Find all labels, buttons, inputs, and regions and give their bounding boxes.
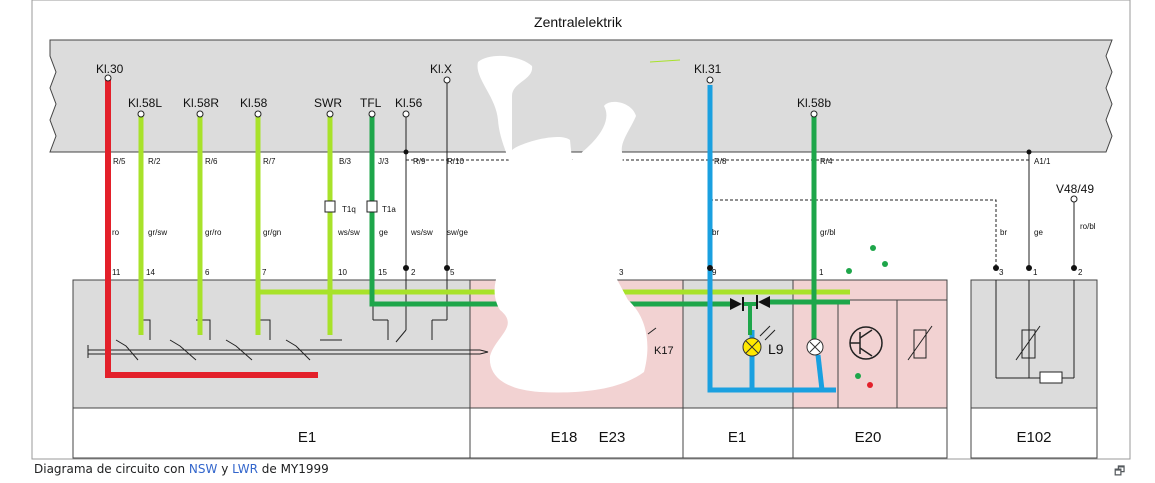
wcol-ge1: ge xyxy=(379,228,388,237)
terminal-circles xyxy=(104,74,1078,203)
label-e23: E23 xyxy=(599,429,626,446)
wcol-grbl: gr/bl xyxy=(820,228,836,237)
term-v4849: V48/49 xyxy=(1056,182,1094,196)
box-label-row xyxy=(72,407,948,459)
term-kl58b: Kl.58b xyxy=(797,96,831,110)
wid-r7: R/7 xyxy=(263,157,276,166)
dashed-wires xyxy=(406,159,1029,268)
terminal-labels: Kl.30 Kl.58L Kl.58R Kl.58 SWR TFL Kl.56 … xyxy=(96,62,1094,196)
erased-region xyxy=(477,55,648,393)
label-e20: E20 xyxy=(855,429,882,446)
pin-9: 9 xyxy=(712,268,717,277)
label-k17: K17 xyxy=(654,345,674,357)
label-e18: E18 xyxy=(551,429,578,446)
wcol-ge2: ge xyxy=(1034,228,1043,237)
pin-14: 14 xyxy=(146,268,155,277)
diagram-title: Zentralelektrik xyxy=(534,14,623,30)
wcol-wssw2: ws/sw xyxy=(410,228,433,237)
wcol-grsw: gr/sw xyxy=(148,228,167,237)
wid-r9: R/9 xyxy=(413,157,426,166)
expand-icon[interactable]: 🗗 xyxy=(1114,464,1126,478)
term-kl58l: Kl.58L xyxy=(128,96,162,110)
pin-3: 3 xyxy=(619,268,624,277)
diode-right xyxy=(758,296,770,308)
pin-5: 5 xyxy=(450,268,455,277)
pin-2: 2 xyxy=(411,268,416,277)
e20-resistor-block xyxy=(896,299,948,409)
wid-r10: R/10 xyxy=(447,157,464,166)
caption-mid: y xyxy=(221,462,229,476)
box-e102 xyxy=(970,279,1098,409)
label-e1-right: E1 xyxy=(728,429,746,446)
wire-id-labels: R/5 R/2 R/6 R/7 B/3 J/3 R/9 R/10 R/8 R/4… xyxy=(113,157,1051,166)
box-label-e102 xyxy=(970,407,1098,459)
wcol-robl: ro/bl xyxy=(1080,222,1096,231)
circuit-diagram: Zentralelektrik E1 E18 E23 E1 E20 E102 xyxy=(31,0,1131,460)
term-klx: Kl.X xyxy=(430,62,452,76)
wid-b3: B/3 xyxy=(339,157,352,166)
wcol-swge: sw/ge xyxy=(447,228,468,237)
wid-j3: J/3 xyxy=(378,157,389,166)
adjustable-resistor-e20 xyxy=(913,329,927,359)
term-kl58r: Kl.58R xyxy=(183,96,219,110)
connector-t1q xyxy=(324,200,336,213)
pin-7: 7 xyxy=(262,268,267,277)
label-t1q: T1q xyxy=(342,205,356,214)
figure-caption: Diagrama de circuito con NSW y LWR de MY… xyxy=(34,462,329,476)
pin-11: 11 xyxy=(112,268,121,277)
wcol-br1: br xyxy=(712,228,719,237)
caption-prefix: Diagrama de circuito con xyxy=(34,462,186,476)
pin-10: 10 xyxy=(338,268,347,277)
wid-r2: R/2 xyxy=(148,157,161,166)
term-kl56: Kl.56 xyxy=(395,96,423,110)
wid-r8: R/8 xyxy=(714,157,727,166)
annotation-dots xyxy=(846,245,888,388)
central-electrics-band xyxy=(49,39,1113,153)
wcol-grgn: gr/gn xyxy=(263,228,281,237)
adjustable-resistor-e102 xyxy=(1021,329,1036,359)
pin-2c: 2 xyxy=(1078,268,1083,277)
pin-1b: 1 xyxy=(1033,268,1038,277)
wcol-grro: gr/ro xyxy=(205,228,222,237)
diode-left xyxy=(730,298,742,310)
term-kl30: Kl.30 xyxy=(96,62,124,76)
pin-3b: 3 xyxy=(999,268,1004,277)
junction-dots xyxy=(403,149,1077,271)
link-lwr[interactable]: LWR xyxy=(232,462,258,476)
wire-blue-kl31 xyxy=(707,85,836,393)
resistor-e102 xyxy=(1039,371,1063,384)
label-t1a: T1a xyxy=(382,205,396,214)
wire-colour-labels: ro gr/sw gr/ro gr/gn ws/sw ge ws/sw sw/g… xyxy=(112,222,1096,237)
wid-r5: R/5 xyxy=(113,157,126,166)
pin-6: 6 xyxy=(205,268,210,277)
wid-a11: A1/1 xyxy=(1034,157,1051,166)
wid-r6: R/6 xyxy=(205,157,218,166)
connector-t1a xyxy=(366,200,378,213)
pin-15: 15 xyxy=(378,268,387,277)
wcol-ro: ro xyxy=(112,228,120,237)
pin-1: 1 xyxy=(819,268,824,277)
box-e1-left xyxy=(72,279,471,409)
label-l9: L9 xyxy=(768,341,784,357)
thin-wires xyxy=(372,82,1075,379)
link-nsw[interactable]: NSW xyxy=(188,462,218,476)
wid-r4: R/4 xyxy=(820,157,833,166)
pin-labels: 11 14 6 7 10 15 2 5 2 3 9 1 3 1 2 xyxy=(112,268,1083,277)
wcol-br2: br xyxy=(1000,228,1007,237)
term-swr: SWR xyxy=(314,96,342,110)
term-tfl: TFL xyxy=(360,96,382,110)
term-kl31: Kl.31 xyxy=(694,62,722,76)
wire-red-kl30 xyxy=(105,80,318,378)
caption-suffix: de MY1999 xyxy=(261,462,329,476)
term-kl58: Kl.58 xyxy=(240,96,268,110)
switch-bank xyxy=(87,319,489,361)
label-e1-left: E1 xyxy=(298,429,316,446)
e20-transistor-block xyxy=(837,299,898,409)
label-e102: E102 xyxy=(1016,429,1051,446)
wcol-wssw1: ws/sw xyxy=(337,228,360,237)
